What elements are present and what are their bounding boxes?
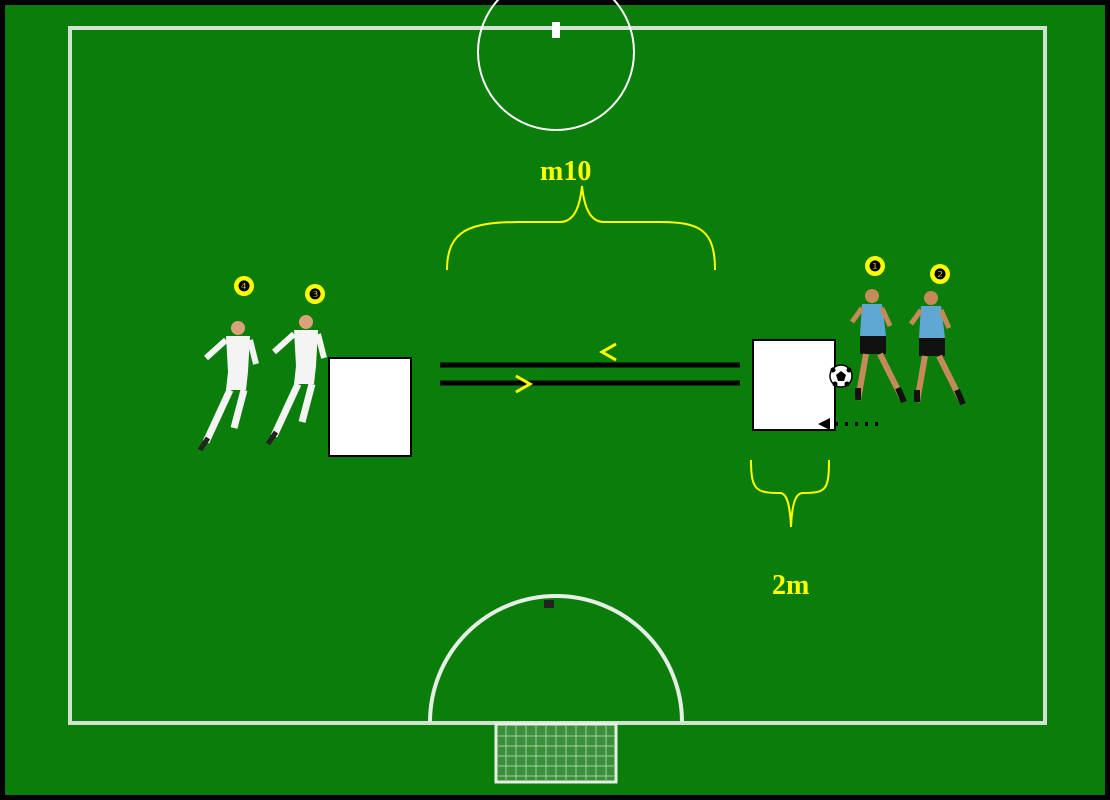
left-box	[329, 358, 411, 456]
player-number-3: ❸	[305, 284, 325, 304]
right-box	[753, 340, 835, 430]
soccer-ball-icon	[830, 365, 852, 387]
player-number-1: ❶	[865, 256, 885, 276]
player-number-4: ❹	[234, 276, 254, 296]
player-number-2: ❷	[930, 264, 950, 284]
center-spot	[552, 22, 560, 38]
distance-label-2m: 2m	[772, 570, 809, 602]
distance-label-10m: m10	[540, 156, 591, 188]
pitch-surface	[3, 3, 1107, 797]
penalty-arc-mark	[544, 600, 554, 608]
